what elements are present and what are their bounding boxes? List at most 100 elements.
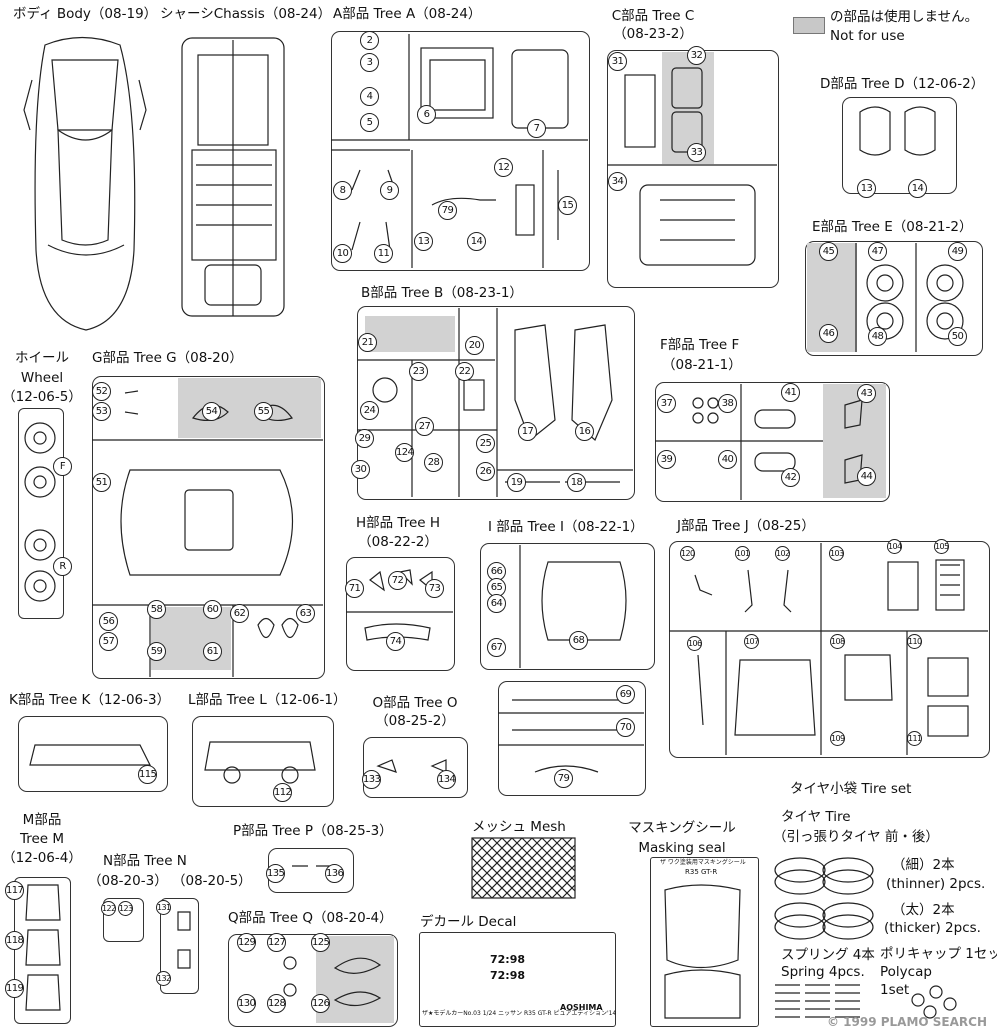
thick-tire-en: (thicker) 2pcs. (884, 920, 981, 936)
part-number-badge: 41 (781, 383, 800, 402)
part-number-badge: 38 (718, 394, 737, 413)
part-number-badge: 54 (202, 402, 221, 421)
tree-m-parts (25, 884, 61, 1011)
part-number-badge: 134 (437, 770, 456, 789)
part-number-badge: 30 (351, 460, 370, 479)
part-number-badge: 70 (616, 718, 635, 737)
part-number-badge: 73 (425, 579, 444, 598)
wheel-title-en: Wheel (20, 370, 64, 386)
tree-j-parts (669, 543, 988, 755)
tree-e-title: E部品 Tree E（08-21-2） (812, 219, 973, 235)
tree-b-unused-area (365, 316, 455, 352)
part-number-badge: 120 (680, 546, 695, 561)
part-number-badge: 24 (360, 401, 379, 420)
wheel-title-jp: ホイール (15, 350, 69, 366)
legend-line1: の部品は使用しません。 (830, 9, 979, 25)
tree-c-parts (607, 67, 777, 266)
tree-p-title: P部品 Tree P（08-25-3） (233, 823, 393, 839)
part-number-badge: 108 (830, 634, 845, 649)
part-number-badge: 115 (138, 765, 157, 784)
thin-tire-en: (thinner) 2pcs. (886, 876, 986, 892)
part-number-badge: 28 (424, 453, 443, 472)
tree-h-title: H部品 Tree H (355, 515, 440, 531)
spring-drawings (775, 984, 860, 1018)
body-title: ボディ Body（08-19） (13, 6, 158, 22)
tree-g-unused-top (178, 378, 321, 438)
tree-l-parts (204, 741, 316, 784)
decal-number-1: 72:98 (490, 953, 526, 966)
tree-l-title: L部品 Tree L（12-06-1） (188, 692, 347, 708)
masking-title-en: Masking seal (638, 840, 726, 856)
part-number-badge: 49 (948, 242, 967, 261)
tree-h-frame (346, 557, 455, 671)
part-number-badge: 48 (868, 327, 887, 346)
wheel-code: （12-06-5） (2, 389, 82, 405)
part-number-badge: 57 (99, 632, 118, 651)
part-number-badge: 5 (360, 113, 379, 132)
part-number-badge: 18 (567, 473, 586, 492)
decal-footer: ザ★モデルカーNo.03 1/24 ニッサン R35 GT-R ピュアエディショ… (422, 1010, 617, 1017)
thick-tire-jp: （太）2本 (892, 902, 955, 918)
tree-c-code: （08-23-2） (613, 26, 693, 42)
part-number-badge: 39 (657, 450, 676, 469)
wheel-front-mark: F (53, 457, 72, 476)
tree-m-title-en: Tree M (19, 831, 65, 847)
part-number-badge: 44 (857, 467, 876, 486)
part-number-badge: 25 (476, 434, 495, 453)
tree-f-parts (655, 384, 863, 500)
polycap-en: Polycap (880, 964, 932, 980)
part-number-badge: 11 (374, 244, 393, 263)
tree-g-parts (92, 390, 323, 677)
part-number-badge: 31 (608, 52, 627, 71)
tree-m-frame (14, 877, 71, 1024)
part-number-badge: 132 (156, 971, 171, 986)
part-number-badge: 64 (487, 594, 506, 613)
part-number-badge: 62 (230, 604, 249, 623)
part-number-badge: 129 (237, 933, 256, 952)
part-number-badge: 135 (266, 864, 285, 883)
part-number-badge: 7 (527, 119, 546, 138)
part-number-badge: 9 (380, 181, 399, 200)
tree-i-parts (519, 545, 627, 668)
part-number-badge: 21 (358, 333, 377, 352)
part-number-badge: 47 (868, 242, 887, 261)
body-shell-drawing (23, 36, 147, 331)
part-number-badge: 20 (465, 336, 484, 355)
part-number-badge: 124 (395, 443, 414, 462)
tree-b-parts (357, 308, 633, 497)
part-number-badge: 127 (267, 933, 286, 952)
part-number-badge: 33 (687, 143, 706, 162)
tree-a-frame (331, 31, 590, 271)
decal-title: デカール Decal (420, 914, 517, 930)
tree-n-parts (177, 911, 191, 969)
tree-d-frame (842, 97, 957, 194)
part-number-badge: 14 (908, 179, 927, 198)
part-number-badge: 51 (92, 473, 111, 492)
part-number-badge: 32 (687, 46, 706, 65)
part-number-badge: 106 (687, 636, 702, 651)
part-number-badge: 117 (5, 881, 24, 900)
tree-l-frame (192, 716, 334, 807)
mask-sheet-sub: R35 GT-R (685, 868, 718, 876)
chassis-title: シャーシChassis（08-24） (160, 6, 332, 22)
polycap-qty: 1set (880, 982, 910, 998)
part-number-badge: 26 (476, 462, 495, 481)
part-number-badge: 22 (455, 362, 474, 381)
part-number-badge: 68 (569, 631, 588, 650)
part-number-badge: 125 (311, 933, 330, 952)
part-number-badge: 67 (487, 638, 506, 657)
masking-shapes (664, 884, 741, 1019)
part-number-badge: 123 (118, 901, 133, 916)
tree-d-parts (859, 106, 936, 156)
tree-b-title: B部品 Tree B（08-23-1） (361, 285, 523, 301)
tree-g-unused-bottom (151, 607, 231, 670)
tree-q-title: Q部品 Tree Q（08-20-4） (228, 910, 393, 926)
part-number-badge: 128 (267, 994, 286, 1013)
tree-m-code: （12-06-4） (2, 850, 82, 866)
tree-m-title-jp: M部品 (22, 812, 62, 828)
part-number-badge: 10 (333, 244, 352, 263)
tree-q-parts (283, 956, 382, 1007)
part-number-badge: 56 (99, 612, 118, 631)
part-number-badge: 29 (355, 429, 374, 448)
